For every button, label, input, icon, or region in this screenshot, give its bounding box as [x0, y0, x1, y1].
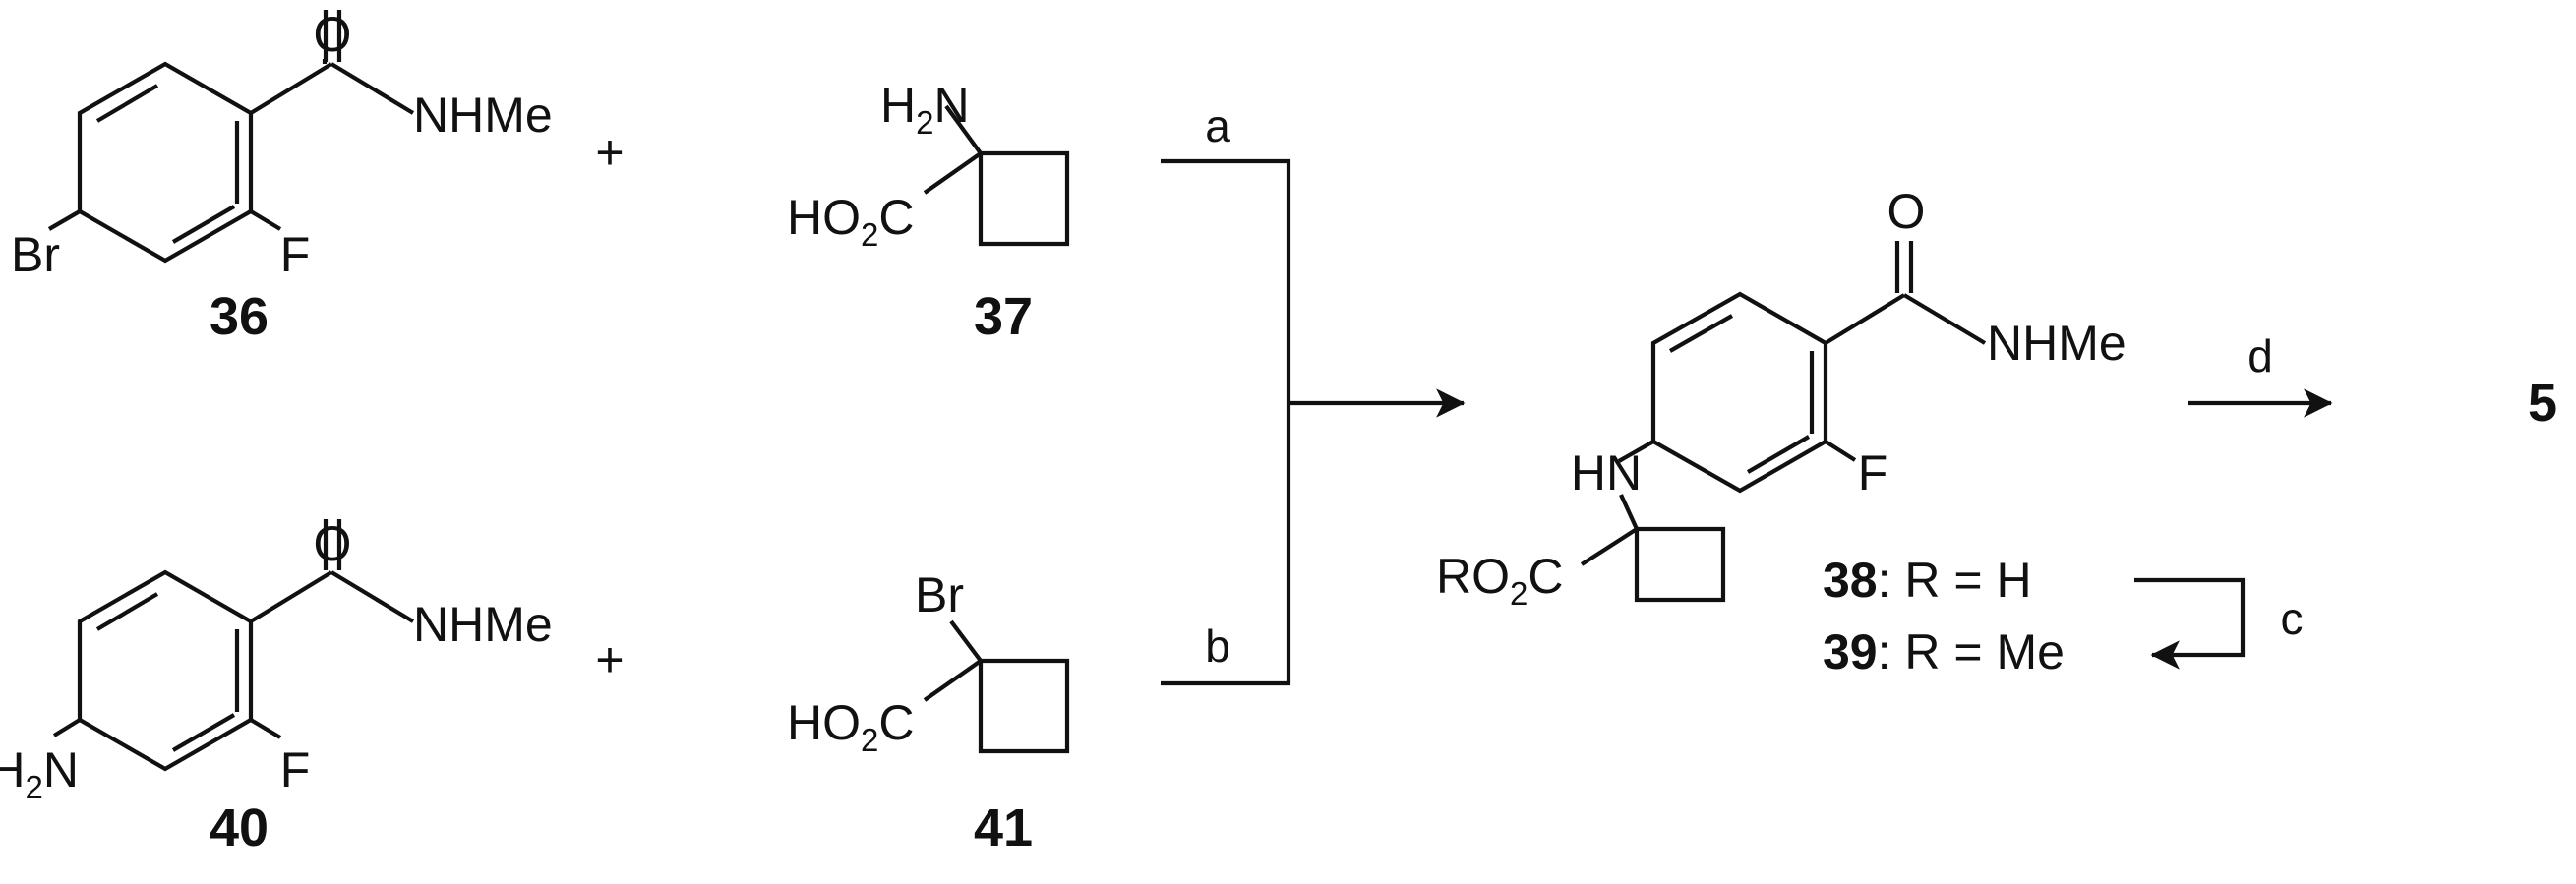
reagent-label-b: b — [1205, 620, 1230, 672]
variant-39-label: 39: R = Me — [1823, 624, 2065, 679]
compound-number-37: 37 — [974, 287, 1033, 346]
cyclobutane-ring — [978, 658, 1070, 754]
amine-label: H2N — [880, 78, 970, 141]
compound-41: Br HO2C 41 — [787, 567, 1070, 857]
convergent-arrow: a b — [1161, 100, 1466, 686]
fluoro-label: F — [280, 742, 311, 797]
carboxylic-acid-label: HO2C — [787, 695, 914, 758]
amide-oxygen-label: O — [314, 516, 352, 571]
carboxylic-acid-label: HO2C — [787, 190, 914, 253]
compound-37: H2N HO2C 37 — [787, 78, 1070, 346]
amide-nhme-label: NHMe — [413, 597, 553, 652]
cyclobutane-ring — [1634, 526, 1726, 603]
reagent-label-c: c — [2281, 593, 2304, 644]
ester-label: RO2C — [1436, 549, 1563, 612]
plus-sign-bottom: + — [595, 632, 624, 687]
variant-38-label: 38: R = H — [1823, 553, 2032, 608]
nh-linker-label: HN — [1571, 445, 1642, 501]
benzene-ring — [77, 569, 254, 772]
final-arrow: d 5 — [2188, 330, 2557, 433]
amide-oxygen-label: O — [1887, 184, 1926, 239]
aniline-amine-label: H2N — [0, 742, 79, 805]
compound-40: O NHMe H2N F 40 — [0, 516, 553, 857]
reagent-label-d: d — [2247, 330, 2273, 382]
plus-sign-top: + — [595, 125, 624, 180]
amide-oxygen-label: O — [314, 7, 352, 62]
compound-number-36: 36 — [210, 287, 269, 346]
bromo-label: Br — [915, 567, 964, 622]
ester-conversion-arrow: c — [2134, 577, 2304, 670]
compound-number-5: 5 — [2528, 374, 2557, 433]
benzene-ring — [1650, 291, 1828, 494]
amide-nhme-label: NHMe — [413, 88, 553, 143]
compound-number-40: 40 — [210, 798, 269, 857]
cyclobutane-ring — [978, 150, 1070, 247]
reagent-label-a: a — [1205, 100, 1230, 151]
fluoro-label: F — [1858, 445, 1888, 501]
bromo-label: Br — [11, 227, 60, 282]
compound-36: O NHMe Br F 36 — [11, 7, 553, 346]
compound-38-39: O NHMe HN F RO2C 38: R = H 39: R = Me — [1436, 184, 2127, 679]
amide-nhme-label: NHMe — [1987, 316, 2127, 371]
benzene-ring — [77, 61, 254, 264]
fluoro-label: F — [280, 227, 311, 282]
compound-number-41: 41 — [974, 798, 1033, 857]
carbonyl-link — [249, 62, 333, 115]
